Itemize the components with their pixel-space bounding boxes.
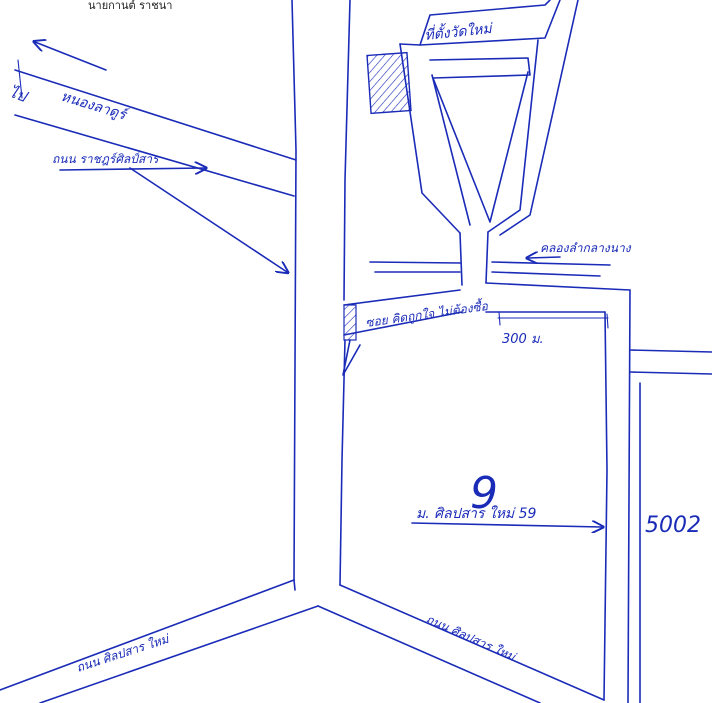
- label-road-ratchadusiset: ถนน ราชฎร์ศิลป์สาร: [52, 152, 160, 166]
- bottom-roads: [0, 579, 605, 703]
- label-road-bottom-left: ถนน ศิลปสาร ใหม่: [75, 631, 173, 675]
- main-vertical-road: [291, 0, 351, 591]
- author-name: นายกานต์ ราชนา: [88, 0, 172, 12]
- temple-triangle-roads: [366, 0, 579, 236]
- label-soi: ซอย คิดถูกใจ ไม่ต้องซื้อ: [364, 297, 489, 331]
- label-village-name: หนองลาดูร์: [59, 88, 131, 125]
- label-temple: ที่ตั้งวัดใหม่: [423, 18, 494, 44]
- label-plot-number: 9: [470, 468, 498, 519]
- property-block: [411, 289, 712, 703]
- label-road-number: 5002: [645, 513, 701, 538]
- label-road-bottom-right: ถนน ศิลปสาร ใหม่: [424, 612, 519, 665]
- soi-road: [342, 282, 631, 376]
- label-distance: 300 ม.: [502, 332, 544, 347]
- label-to-arrow: ไป: [7, 83, 32, 107]
- canal-junction: [369, 231, 611, 286]
- diagonal-roads-left: [14, 42, 297, 272]
- label-canal: คลองลำกลางนาง: [540, 241, 632, 255]
- label-village: ม. ศิลปสาร ใหม่ 59: [416, 505, 537, 522]
- hatched-building: [366, 51, 412, 115]
